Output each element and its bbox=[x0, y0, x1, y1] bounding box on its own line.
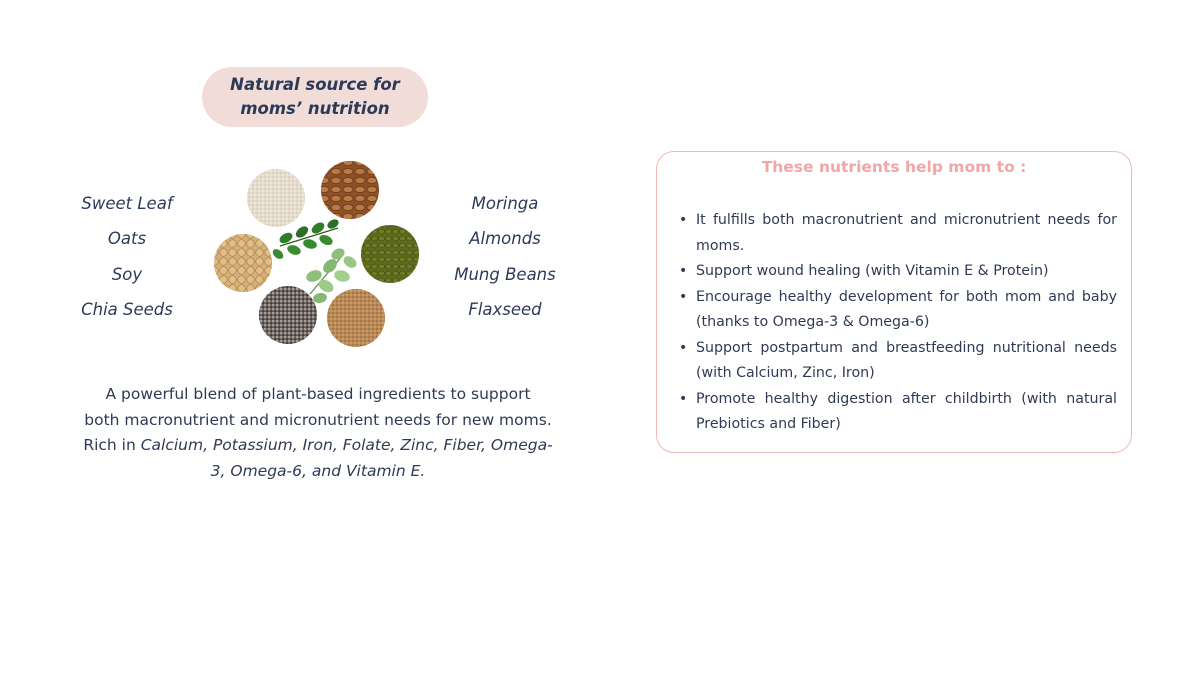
pill-title-line2: moms’ nutrition bbox=[240, 99, 390, 118]
benefits-list: • It fulfills both macronutrient and micr… bbox=[679, 208, 1117, 438]
benefit-item: • Support postpartum and breastfeeding nu… bbox=[679, 336, 1117, 387]
description-line: Rich in Calcium, Potassium, Iron, Folate… bbox=[70, 433, 566, 459]
description-line: both macronutrient and micronutrient nee… bbox=[84, 410, 552, 429]
almonds-image bbox=[321, 161, 379, 219]
ingredient-label: Sweet Leaf bbox=[81, 194, 173, 213]
mung-beans-image bbox=[361, 225, 419, 283]
benefit-item: • It fulfills both macronutrient and micr… bbox=[679, 208, 1117, 259]
ingredient-label: Chia Seeds bbox=[81, 299, 173, 319]
benefit-text: It fulfills both macronutrient and micro… bbox=[696, 212, 1117, 254]
ingredient-label: Moringa bbox=[471, 194, 539, 213]
benefit-item: • Encourage healthy development for both … bbox=[679, 285, 1117, 336]
pill-title-line1: Natural source for bbox=[230, 75, 400, 94]
benefit-text: Promote healthy digestion after childbir… bbox=[696, 390, 1117, 433]
benefit-text: Support postpartum and breastfeeding nut… bbox=[696, 339, 1117, 382]
benefit-item: • Support wound healing (with Vitamin E &… bbox=[679, 259, 1117, 285]
oats-image bbox=[247, 169, 305, 227]
ingredient-label: Mung Beans bbox=[454, 264, 556, 284]
benefits-card-title: These nutrients help mom to : bbox=[761, 158, 1027, 176]
benefit-item: • Promote healthy digestion after childbi… bbox=[679, 387, 1117, 438]
ingredient-list-left: Sweet Leaf Oats Soy Chia Seeds bbox=[62, 186, 192, 327]
bullet-icon: • bbox=[679, 339, 688, 356]
ingredient-label: Flaxseed bbox=[468, 299, 542, 319]
bullet-icon: • bbox=[679, 263, 688, 279]
benefit-text: Encourage healthy development for both m… bbox=[696, 288, 1117, 331]
benefits-card: These nutrients help mom to : • It fulfil… bbox=[656, 151, 1132, 453]
nutrient-list-continued: 3, Omega-6, and Vitamin E. bbox=[210, 461, 426, 480]
ingredient-label: Soy bbox=[111, 264, 143, 284]
bullet-icon: • bbox=[679, 212, 688, 228]
flaxseed-image bbox=[327, 289, 385, 347]
description-paragraph: A powerful blend of plant-based ingredie… bbox=[70, 382, 566, 484]
ingredient-image-cluster bbox=[210, 158, 422, 348]
ingredient-label: Oats bbox=[107, 229, 147, 249]
pill-title: Natural source for moms’ nutrition bbox=[230, 73, 400, 121]
benefit-text: Support wound healing (with Vitamin E & … bbox=[696, 263, 1049, 279]
bullet-icon: • bbox=[679, 288, 688, 305]
description-prefix: Rich in bbox=[83, 436, 141, 454]
ingredient-list-right: Moringa Almonds Mung Beans Flaxseed bbox=[440, 186, 570, 327]
description-line: A powerful blend of plant-based ingredie… bbox=[105, 385, 531, 403]
ingredient-cluster-svg bbox=[214, 161, 419, 347]
nutrient-list: Calcium, Potassium, Iron, Folate, Zinc, … bbox=[140, 436, 553, 454]
chia-seeds-image bbox=[259, 286, 317, 344]
bullet-icon: • bbox=[679, 390, 688, 407]
moringa-leaves-image bbox=[272, 219, 339, 259]
soy-image bbox=[214, 234, 272, 292]
sweet-leaf-image bbox=[306, 248, 357, 304]
title-pill: Natural source for moms’ nutrition bbox=[202, 67, 428, 127]
ingredient-label: Almonds bbox=[469, 229, 541, 249]
